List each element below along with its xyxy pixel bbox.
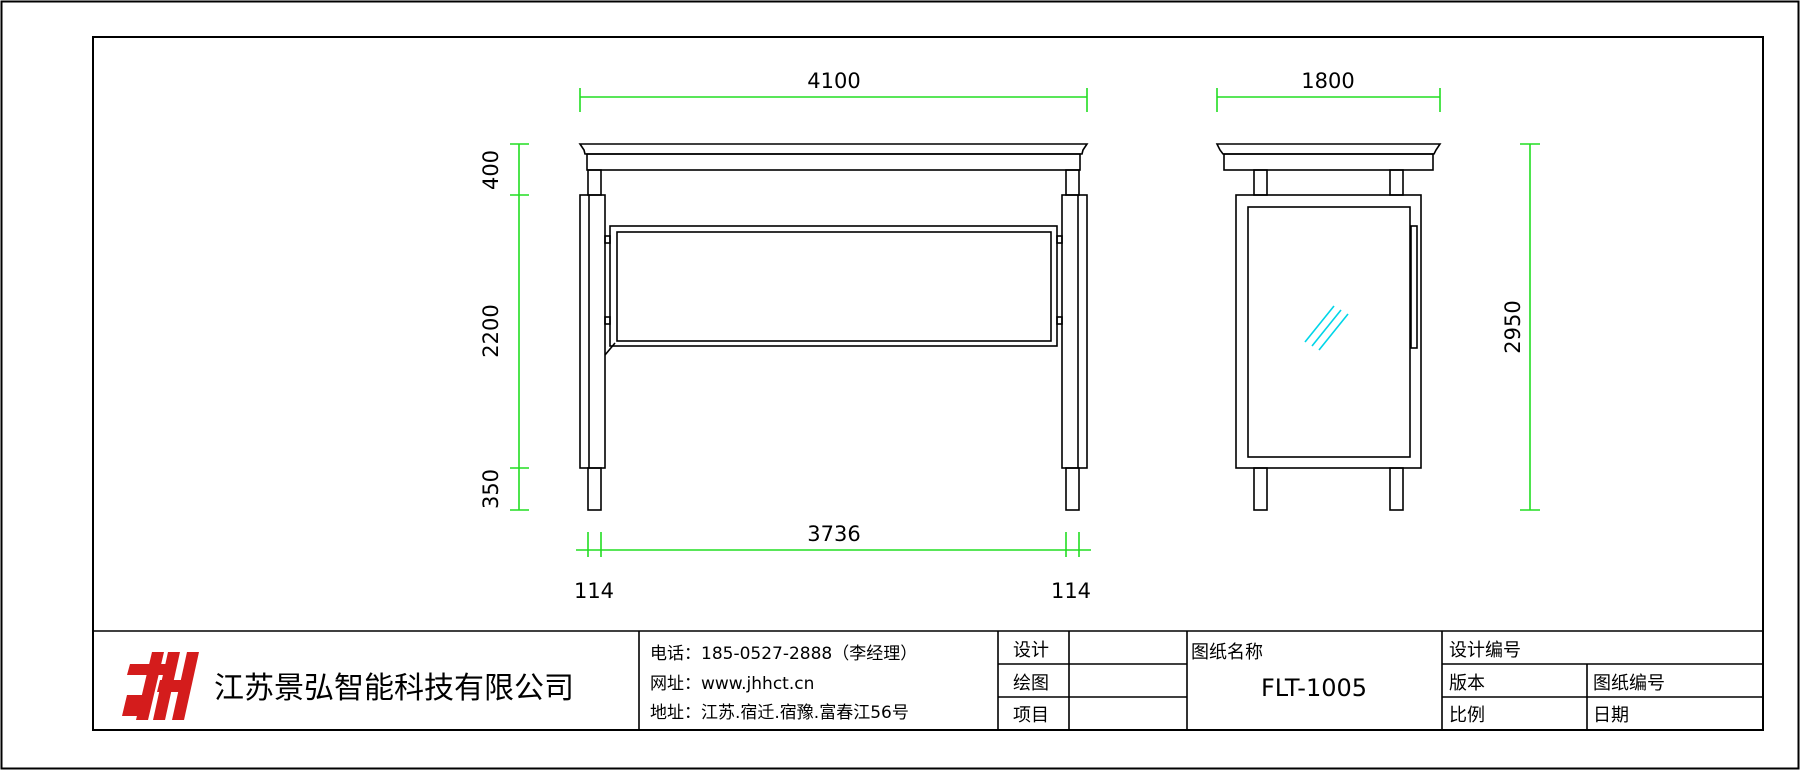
front-roof xyxy=(578,143,1089,155)
side-view xyxy=(1215,143,1442,511)
glass-reflection xyxy=(1304,305,1349,351)
label-design-number: 设计编号 xyxy=(1449,640,1521,661)
front-view xyxy=(578,143,1089,511)
dim-label-middle: 2200 xyxy=(479,304,503,357)
front-bracket xyxy=(604,235,611,244)
side-post-upper xyxy=(1389,169,1404,196)
dim-label-top: 400 xyxy=(479,150,503,190)
contact-website: 网址：www.jhhct.cn xyxy=(650,674,814,694)
dim-label-side-height: 2950 xyxy=(1501,300,1525,353)
dim-label-width: 4100 xyxy=(807,69,860,93)
label-version: 版本 xyxy=(1449,673,1485,694)
front-left-leg xyxy=(587,467,602,511)
side-glass-frame xyxy=(1247,206,1411,458)
front-left-pillar xyxy=(579,194,606,469)
front-dimensions xyxy=(510,88,1091,557)
company-name: 江苏景弘智能科技有限公司 xyxy=(214,671,574,706)
drawing-code: FLT-1005 xyxy=(1261,674,1367,702)
side-roof-base xyxy=(1223,153,1434,171)
contact-address: 地址：江苏.宿迁.宿豫.富春江56号 xyxy=(650,703,909,723)
front-roof-base xyxy=(586,153,1081,171)
side-post-upper xyxy=(1253,169,1268,196)
dim-label-side-width: 1800 xyxy=(1301,69,1354,93)
label-draw: 绘图 xyxy=(1013,673,1049,694)
title-block xyxy=(93,630,1763,730)
front-right-pillar xyxy=(1061,194,1088,469)
front-bracket xyxy=(604,316,611,325)
front-display-glass xyxy=(616,231,1052,342)
company-logo xyxy=(122,652,199,720)
side-leg xyxy=(1253,467,1268,511)
front-dimension-labels: 4100 3736 114 114 400 2200 350 xyxy=(479,69,1091,603)
dim-label-post-left: 114 xyxy=(574,579,614,603)
front-right-post-upper xyxy=(1065,169,1080,196)
label-drawing-name: 图纸名称 xyxy=(1191,642,1263,663)
front-bracket xyxy=(1056,316,1063,325)
contact-phone: 电话：185-0527-2888（李经理） xyxy=(650,644,917,664)
front-right-leg xyxy=(1065,467,1080,511)
label-scale: 比例 xyxy=(1449,705,1485,726)
label-project: 项目 xyxy=(1013,705,1049,726)
dim-label-bottom: 350 xyxy=(479,469,503,509)
drawing-frame xyxy=(92,36,1764,731)
side-leg xyxy=(1389,467,1404,511)
label-date: 日期 xyxy=(1593,705,1629,726)
label-drawing-number: 图纸编号 xyxy=(1593,673,1665,694)
side-roof xyxy=(1215,143,1442,155)
front-left-post-upper xyxy=(587,169,602,196)
title-block-text: 江苏景弘智能科技有限公司 电话：185-0527-2888（李经理） 网址：ww… xyxy=(214,640,1665,726)
side-cabinet xyxy=(1235,194,1422,469)
side-dimensions xyxy=(1216,88,1540,511)
dim-label-inner: 3736 xyxy=(807,522,860,546)
side-handle xyxy=(1410,225,1418,349)
side-dimension-labels: 1800 2950 xyxy=(1301,69,1525,354)
label-design: 设计 xyxy=(1013,640,1049,661)
front-display-frame xyxy=(609,225,1058,347)
front-panel-brace xyxy=(604,342,616,356)
front-bracket xyxy=(1056,235,1063,244)
dim-label-post-right: 114 xyxy=(1051,579,1091,603)
